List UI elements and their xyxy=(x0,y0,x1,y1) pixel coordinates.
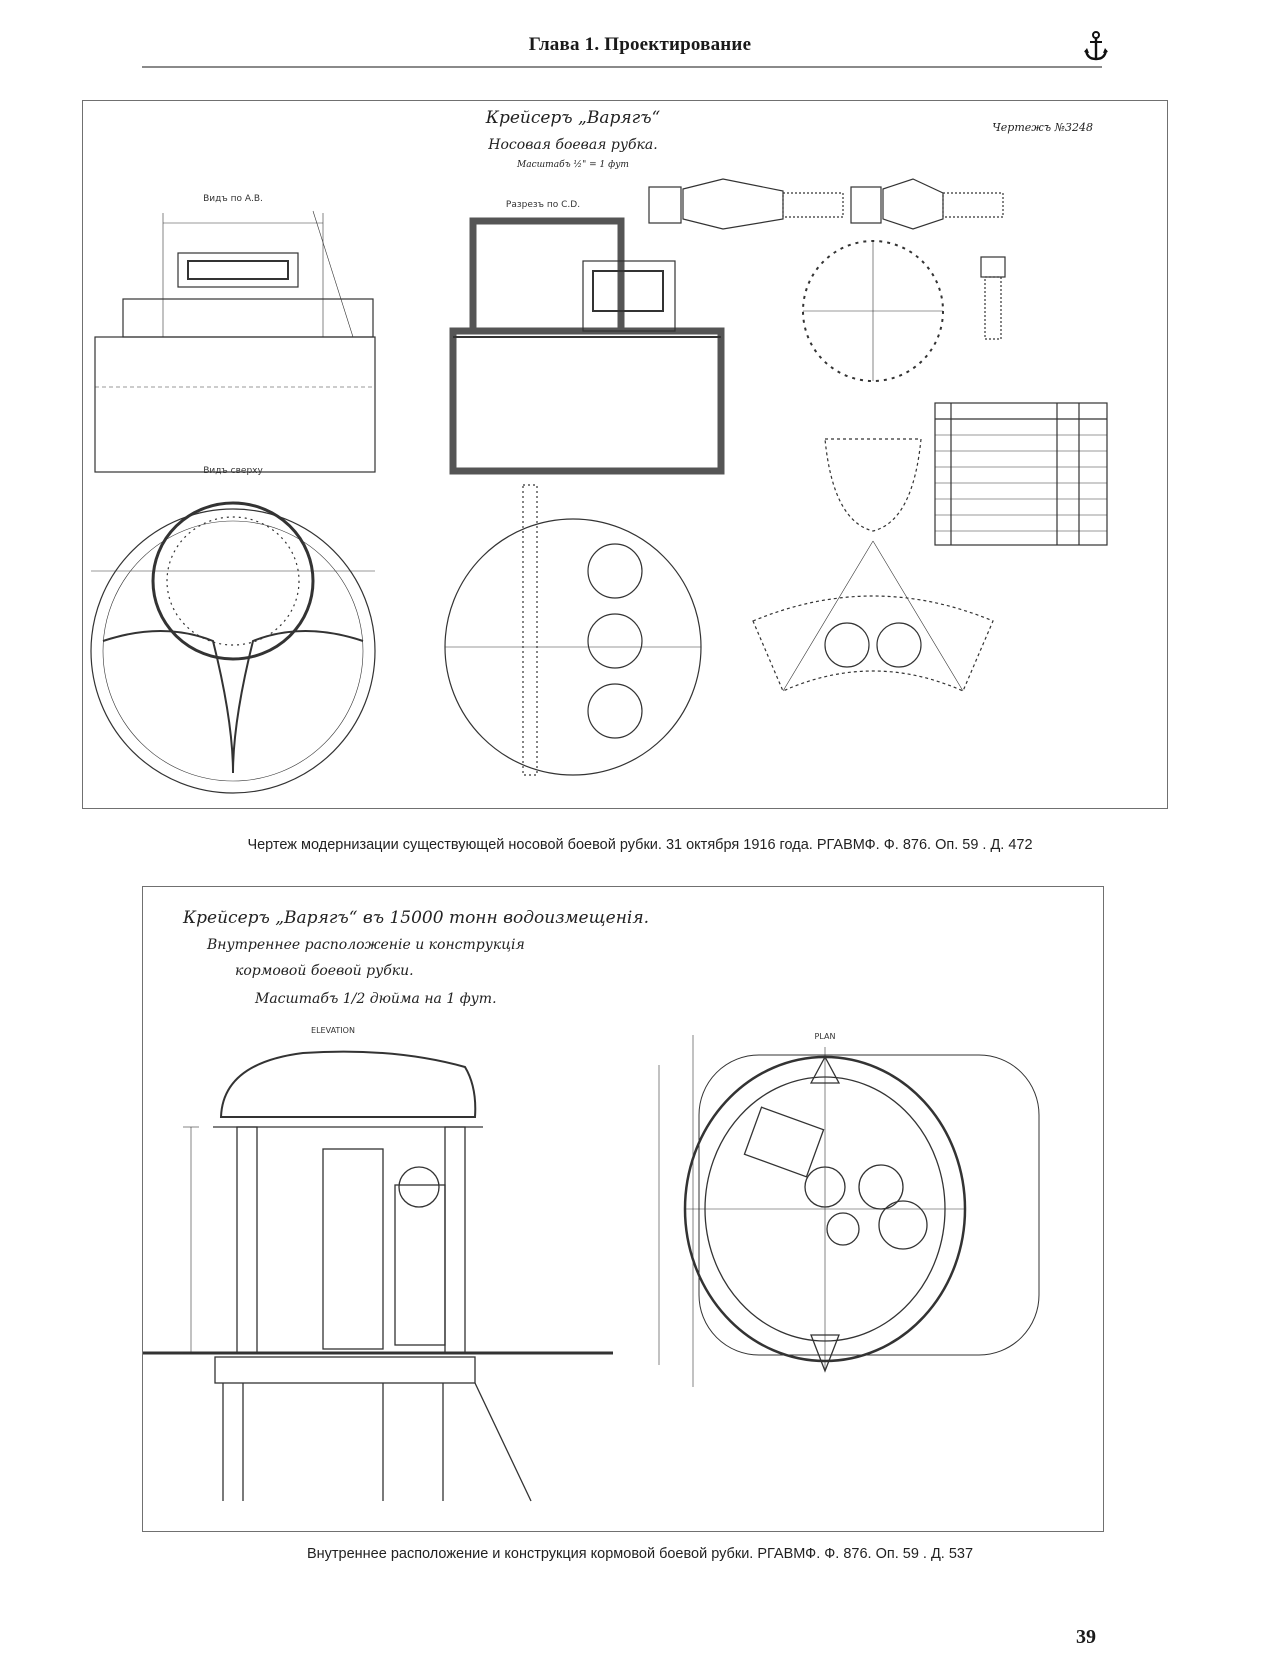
figure-1-caption: Чертеж модернизации существующей носовой… xyxy=(247,837,1033,853)
running-header-title: Глава 1. Проектирование xyxy=(528,34,752,55)
aft-conning-tower-drawing: Крейсеръ „Варягъ“ въ 15000 тонн водоизме… xyxy=(143,908,1040,1502)
drawing-forward-conning-tower: Крейсеръ „Варягъ“ Носовая боевая рубка. … xyxy=(82,100,1168,809)
section-cd-label: Разрезъ по С.D. xyxy=(506,200,580,210)
drawing-title-line-2: Внутреннее расположеніе и конструкція xyxy=(206,937,525,953)
drawing-aft-conning-tower: Крейсеръ „Варягъ“ въ 15000 тонн водоизме… xyxy=(142,886,1104,1532)
plan-view-label: Видъ сверху xyxy=(203,466,263,476)
anchor-icon xyxy=(1084,31,1108,61)
drawing-scale: Масштабъ ½" = 1 фут xyxy=(516,159,629,170)
drawing-title-line-1: Крейсеръ „Варягъ“ въ 15000 тонн водоизме… xyxy=(182,908,649,928)
drawing-number: Чертежъ №3248 xyxy=(992,121,1093,134)
view-ab-label: Видъ по А.В. xyxy=(203,194,263,204)
page-number: 39 xyxy=(1076,1626,1096,1648)
forward-conning-tower-drawing: Крейсеръ „Варягъ“ Носовая боевая рубка. … xyxy=(90,108,1108,794)
drawing-title-line-4: Масштабъ 1/2 дюйма на 1 фут. xyxy=(254,991,497,1007)
drawing-title-line-1: Крейсеръ „Варягъ“ xyxy=(485,108,661,128)
plan-label: PLAN xyxy=(815,1032,836,1041)
drawing-title-line-3: кормовой боевой рубки. xyxy=(235,963,414,979)
figure-2-caption: Внутреннее расположение и конструкция ко… xyxy=(306,1546,974,1562)
drawing-title-line-2: Носовая боевая рубка. xyxy=(487,137,657,153)
header-rule xyxy=(142,66,1102,68)
elevation-label: ELEVATION xyxy=(311,1026,355,1035)
